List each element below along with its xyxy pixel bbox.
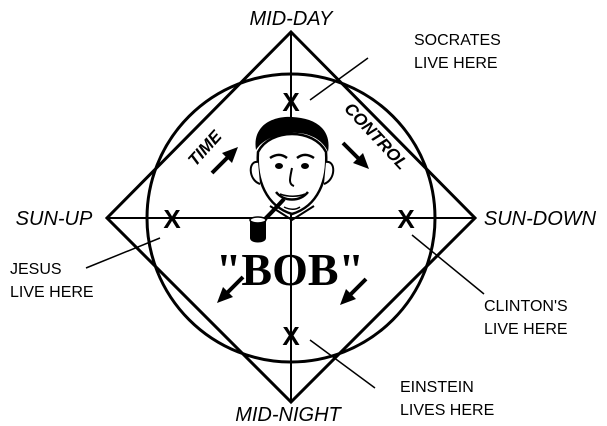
pipe-icon	[250, 199, 284, 243]
callout-clinton-line2: LIVE HERE	[484, 321, 568, 338]
face-illustration-icon	[251, 117, 334, 220]
label-sun-up: SUN-UP	[16, 208, 93, 230]
label-mid-day: MID-DAY	[250, 8, 335, 30]
callout-jesus-line2: LIVE HERE	[10, 284, 94, 301]
callout-jesus-line1: JESUS	[10, 261, 62, 278]
bob-title: "BOB"	[216, 244, 364, 295]
callout-clinton-line1: CLINTON'S	[484, 298, 568, 315]
callout-line-jesus	[86, 238, 160, 268]
callout-socrates-line1: SOCRATES	[414, 32, 501, 49]
callout-line-socrates	[310, 58, 368, 100]
callout-einstein-line2: LIVES HERE	[400, 402, 494, 419]
label-mid-night: MID-NIGHT	[235, 404, 342, 426]
callout-socrates-line2: LIVE HERE	[414, 55, 498, 72]
callout-line-einstein	[310, 340, 375, 388]
label-sun-down: SUN-DOWN	[484, 208, 597, 230]
marker-right: X	[397, 204, 415, 234]
arc-word-control: CONTROL	[340, 99, 411, 173]
callout-einstein-line1: EINSTEIN	[400, 379, 474, 396]
marker-bottom: X	[282, 321, 300, 351]
marker-top: X	[282, 87, 300, 117]
marker-left: X	[163, 204, 181, 234]
